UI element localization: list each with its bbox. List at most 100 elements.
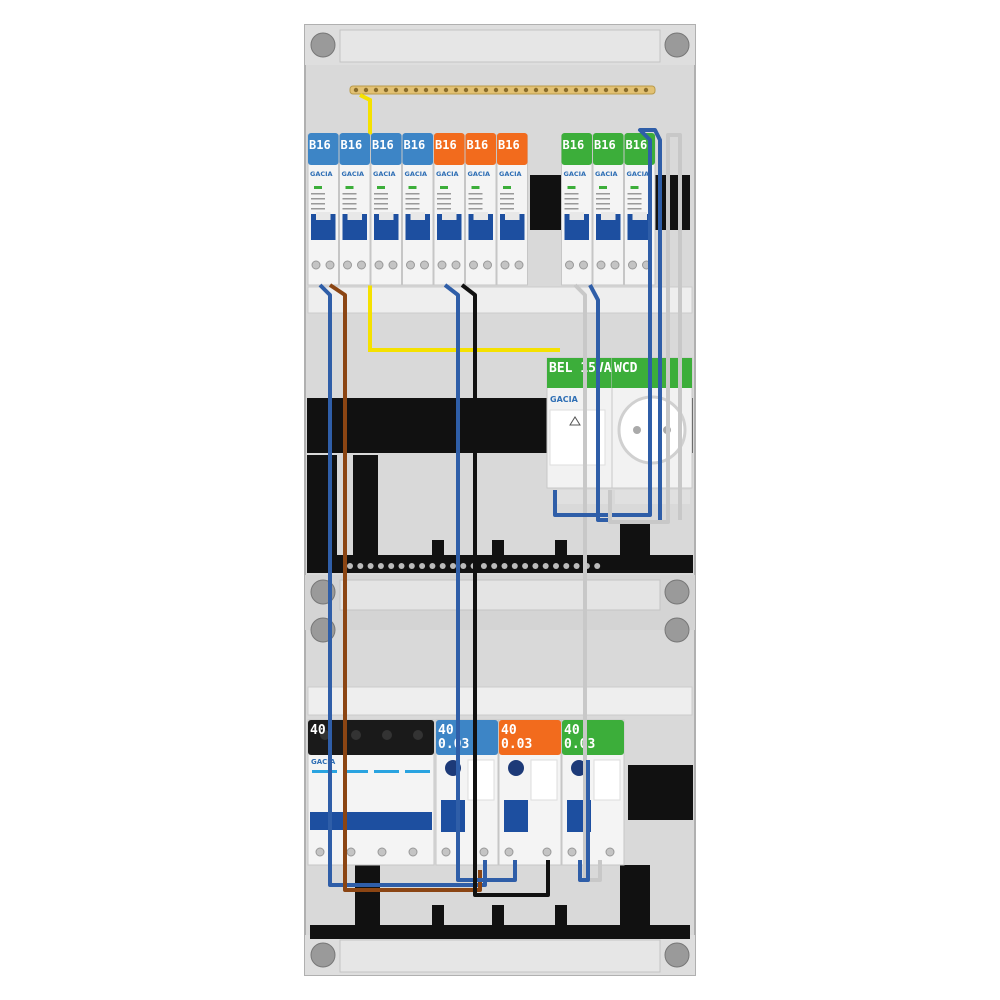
wire-blue [318, 283, 487, 887]
busbar-tooth [363, 87, 369, 93]
terminal-screw-icon [357, 563, 364, 569]
breaker-rating-label: B16 [594, 138, 616, 152]
busbar-tooth [633, 87, 639, 93]
terminal-screw-icon [419, 563, 426, 569]
wire-blue [578, 760, 590, 882]
terminal-screw-icon [388, 563, 395, 569]
terminal-screw-icon [460, 563, 467, 569]
screw-icon [310, 32, 336, 58]
terminal-screw-icon [451, 260, 461, 270]
terminal-strip-bottom [307, 686, 693, 716]
terminal-screw-icon [610, 260, 620, 270]
busbar-tooth [413, 87, 419, 93]
brand-label: GACIA [627, 170, 650, 178]
screw-icon [664, 942, 690, 968]
terminal-screw-icon [579, 260, 588, 270]
socket-label: WCD [614, 361, 638, 376]
brand-label: GACIA [595, 170, 618, 178]
rcd-breaker[interactable]: 400.03 [435, 719, 499, 866]
brand-label: GACIA [405, 170, 428, 178]
rcd-breaker[interactable]: 400.03 [561, 719, 625, 866]
busbar-tooth [373, 87, 379, 93]
terminal-strip-top [307, 286, 693, 314]
busbar-tooth [593, 87, 599, 93]
wiring [318, 128, 682, 897]
breaker-rating-label: B16 [404, 138, 426, 152]
toggle-lever[interactable] [310, 812, 432, 830]
busbar-tooth [483, 87, 489, 93]
terminal-screw-icon [542, 563, 549, 569]
transformer-module[interactable]: BEL 15VA GACIA [546, 357, 613, 504]
breaker-rating-label: B16 [372, 138, 394, 152]
wire-black [460, 283, 550, 897]
busbar-tooth [583, 87, 589, 93]
busbar-tooth [493, 87, 499, 93]
terminal-screw-icon [450, 563, 456, 569]
terminal-screw-icon [439, 563, 446, 569]
terminal-screw-icon [357, 260, 366, 270]
top-busbar [349, 85, 656, 95]
terminal-screw-icon [325, 260, 335, 270]
busbar-tooth [443, 87, 449, 93]
brand-label: GACIA [550, 395, 579, 404]
busbar-tooth [463, 87, 469, 93]
terminal-screw-icon [311, 260, 321, 270]
busbar-tooth [423, 87, 429, 93]
terminal-screw-icon [437, 260, 447, 270]
terminal-screw-icon [628, 260, 637, 270]
rcd-breaker[interactable]: 400.03 [498, 719, 562, 866]
breaker-rating-label: B16 [498, 138, 520, 152]
terminal-screw-icon [408, 563, 415, 569]
busbar-tooth [643, 87, 649, 93]
terminal-screw-icon [501, 563, 508, 569]
terminal-screw-icon [398, 563, 405, 569]
breaker-rating-label: B16 [435, 138, 457, 152]
rcd-rating-label: 40 [501, 723, 517, 738]
brand-label: GACIA [564, 170, 587, 178]
terminal-screw-icon [483, 260, 492, 270]
toggle-lever[interactable] [441, 800, 465, 832]
busbar-tooth [433, 87, 439, 93]
terminal-screw-icon [511, 563, 518, 569]
busbar-tooth [553, 87, 559, 93]
terminal-screw-icon [514, 260, 524, 270]
rcd-sensitivity-label: 0.03 [501, 737, 532, 752]
transformer-label: BEL 15VA [549, 361, 612, 376]
busbar-tooth [613, 87, 619, 93]
busbar-tooth [403, 87, 409, 93]
busbar-tooth [383, 87, 389, 93]
terminal-screw-icon [573, 563, 580, 569]
wire-blue [443, 283, 517, 882]
brand-label: GACIA [499, 170, 522, 178]
rcd-rating-label: 40 [564, 723, 580, 738]
terminal-screw-icon [347, 563, 353, 569]
terminal-screw-icon [406, 260, 415, 270]
test-button-icon[interactable] [508, 760, 524, 776]
screw-icon [664, 32, 690, 58]
rcd-rating-label: 40 [438, 723, 454, 738]
busbar-tooth [603, 87, 609, 93]
breaker-rating-label: B16 [309, 138, 331, 152]
terminal-screw-icon [532, 563, 539, 569]
wire-brown [328, 283, 482, 892]
terminal-screw-icon [469, 260, 478, 270]
terminal-screw-icon [596, 260, 606, 270]
terminal-screw-icon [522, 563, 529, 569]
brand-label: GACIA [310, 170, 333, 178]
busbar-tooth [563, 87, 569, 93]
main-switch-rating: 40 [310, 723, 326, 738]
terminal-screw-icon [594, 563, 601, 569]
busbar-tooth [543, 87, 549, 93]
toggle-lever[interactable] [504, 800, 528, 832]
